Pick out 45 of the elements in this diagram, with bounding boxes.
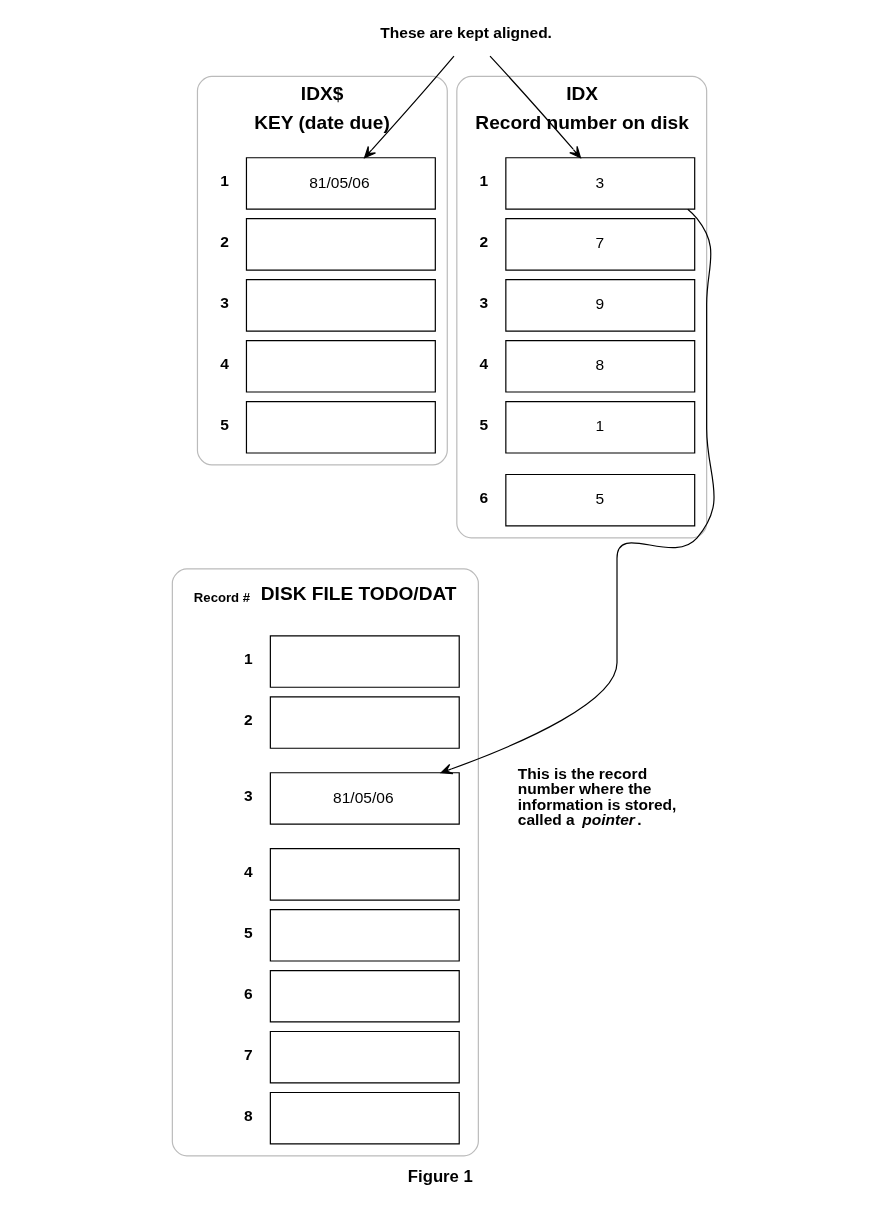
node-box (269, 1091, 460, 1145)
node-box (269, 969, 460, 1023)
node-box (245, 401, 436, 454)
node-box: 3 (504, 157, 695, 210)
node-label: 4 (219, 355, 229, 373)
node-label: 1 (243, 650, 253, 668)
node-label: 6 (479, 489, 488, 507)
node-box (245, 218, 436, 271)
node-label: 7 (243, 1046, 253, 1064)
node-text: These are kept aligned. (379, 23, 552, 41)
node-label: 6 (243, 985, 253, 1003)
arrow (363, 55, 455, 159)
node-label: 2 (479, 233, 488, 251)
node-box: 9 (504, 279, 695, 332)
node-label: 5 (219, 416, 229, 434)
label: This is the record number where the information is stored, called a pointer. (517, 764, 676, 829)
node-box: 7 (504, 218, 695, 271)
node-label: 3 (479, 294, 488, 312)
node-box: 5 (504, 473, 695, 527)
node-label: 3 (243, 787, 253, 805)
node-box: 8 (504, 340, 695, 393)
node-box (269, 635, 460, 688)
node-label: 3 (219, 294, 229, 312)
node-box (245, 340, 436, 393)
node-box (269, 848, 460, 901)
node-box: 81/05/06 (245, 157, 436, 210)
node-box: 1 (504, 401, 695, 454)
node-label: 2 (219, 233, 229, 251)
node-box: 81/05/06 (269, 772, 460, 825)
node-box (269, 1030, 460, 1084)
node-label: 1 (479, 172, 488, 190)
node-label: 4 (243, 863, 253, 881)
node-box (269, 696, 460, 749)
node-label: 1 (219, 172, 229, 190)
node-label: 8 (243, 1107, 253, 1125)
node-label: 5 (479, 416, 488, 434)
node-label: 4 (479, 355, 488, 373)
caption: Figure 1 (407, 1167, 473, 1187)
node-box (269, 909, 460, 962)
node-label: 2 (243, 711, 253, 729)
node-label: 5 (243, 924, 253, 942)
node-label: Record # (193, 590, 250, 606)
arrow (488, 55, 581, 159)
arrow (440, 208, 715, 775)
node-box (245, 279, 436, 332)
